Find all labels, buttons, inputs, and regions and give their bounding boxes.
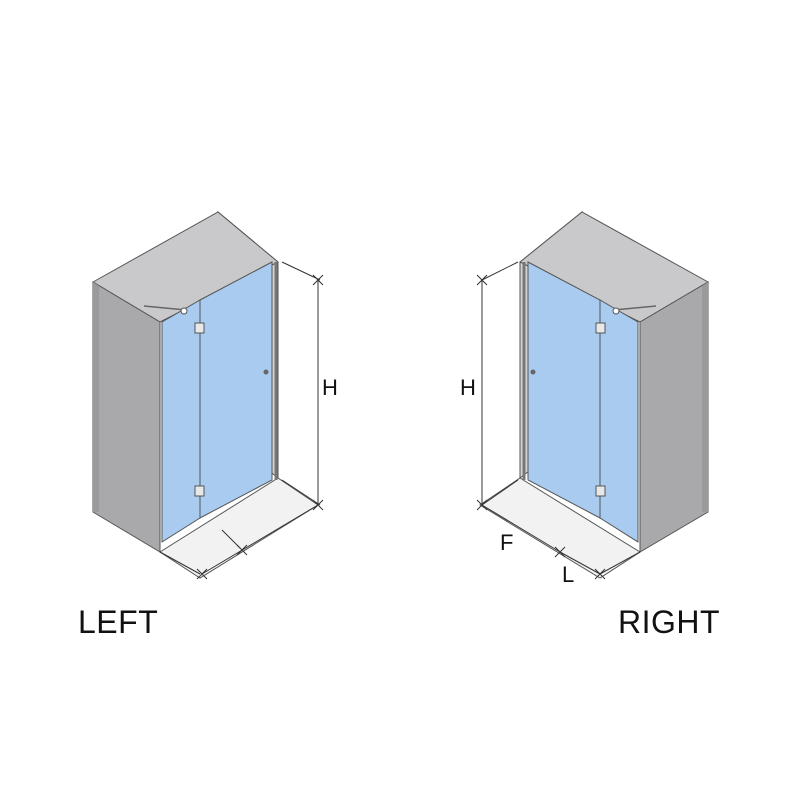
right-door-dimension-line bbox=[559, 551, 601, 575]
right-variant-caption: RIGHT bbox=[618, 604, 721, 640]
right-side-wall-edge bbox=[702, 282, 708, 512]
left-shower-enclosure: H bbox=[92, 210, 338, 580]
left-fixed-glass bbox=[161, 299, 201, 543]
left-side-wall-edge bbox=[93, 282, 99, 512]
left-variant-caption: LEFT bbox=[78, 604, 159, 640]
right-door-handle bbox=[530, 369, 536, 375]
right-floor-tray bbox=[479, 477, 641, 579]
right-fixed-glass bbox=[599, 299, 639, 543]
right-door-label: L bbox=[562, 562, 574, 587]
right-hinge-top bbox=[595, 322, 606, 334]
right-fixed-label: F bbox=[500, 530, 513, 555]
right-side-wall bbox=[639, 281, 709, 553]
left-door-handle bbox=[263, 369, 269, 375]
left-door-glass bbox=[199, 261, 273, 519]
left-hinge-top bbox=[194, 322, 205, 334]
left-height-label: H bbox=[322, 375, 338, 400]
left-side-wall bbox=[92, 281, 161, 553]
right-hinge-bottom bbox=[595, 485, 606, 497]
right-shower-enclosure: H F L bbox=[460, 210, 710, 587]
left-hinge-bottom bbox=[194, 485, 205, 497]
right-fixed-dimension-line bbox=[481, 504, 561, 553]
left-width-dimension-line bbox=[201, 504, 319, 575]
right-door-glass bbox=[527, 261, 601, 519]
right-height-label: H bbox=[460, 375, 476, 400]
